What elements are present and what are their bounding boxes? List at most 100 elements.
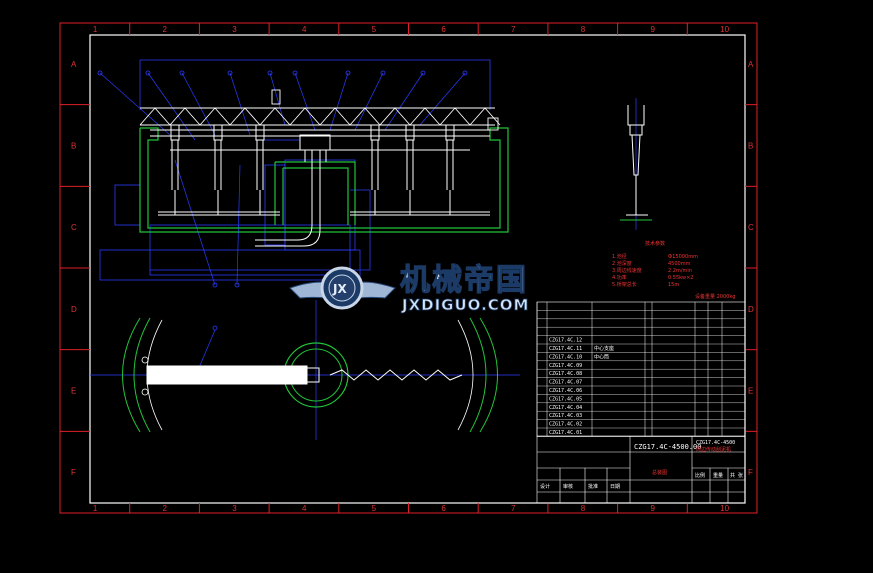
scraper-rods (158, 124, 490, 216)
part-balloon (234, 282, 240, 288)
col-number-top: 1 (93, 25, 98, 34)
spec-label: 4.功率 (612, 274, 627, 281)
parts-cell: CZG17.4C.04 (549, 405, 582, 411)
bridge-truss (139, 89, 501, 137)
spec-value: Ф15000mm (668, 254, 698, 260)
label-sheet: 共 张 (730, 472, 743, 479)
label-check: 审核 (563, 483, 573, 490)
leader-lines (99, 72, 466, 371)
col-number-top: 3 (232, 25, 237, 34)
row-letter-right: D (748, 305, 754, 314)
logo-chinese: 机械帝国 (400, 263, 528, 298)
machine-name: 周边传动刮泥机 (696, 446, 731, 453)
part-balloon (212, 282, 218, 288)
parts-cell: CZG17.4C.07 (549, 380, 582, 386)
row-letter-left: E (71, 387, 76, 396)
spec-label: 3.周边线速度 (612, 267, 642, 274)
part-balloon (345, 70, 351, 76)
side-view (620, 98, 652, 230)
col-number-top: 9 (650, 25, 655, 34)
title-block-text: CZG17.4C-4500.00 CZG17.4C-4500 周边传动刮泥机 总… (540, 440, 743, 490)
parts-cell: CZG17.4C.02 (549, 422, 582, 428)
bridge-plan-bar (146, 365, 308, 385)
row-letter-right: F (748, 468, 753, 477)
spec-block: 技术参数 1.池径 Ф15000mm 2.池深度 4500mm 3.周边线速度 2.2m/… (612, 240, 735, 300)
part-balloon (462, 70, 468, 76)
row-letter-right: E (748, 387, 753, 396)
col-number-bottom: 3 (232, 504, 237, 513)
center-pipe (255, 134, 331, 247)
label-scale: 比例 (695, 472, 705, 479)
part-balloon (292, 70, 298, 76)
col-number-top: 6 (441, 25, 446, 34)
row-letter-right: C (748, 223, 754, 232)
tank-section (139, 127, 509, 233)
part-balloon (227, 70, 233, 76)
col-number-bottom: 4 (302, 504, 307, 513)
parts-cell: CZG17.4C.05 (549, 396, 582, 402)
part-balloon (145, 70, 151, 76)
part-balloon (179, 70, 185, 76)
row-letter-left: B (71, 142, 76, 151)
part-balloon (420, 70, 426, 76)
row-letter-left: D (71, 305, 77, 314)
col-number-bottom: 1 (93, 504, 98, 513)
row-letter-left: A (71, 60, 77, 69)
view-name: 总装图 (652, 469, 667, 476)
col-number-top: 7 (511, 25, 516, 34)
part-balloon (267, 70, 273, 76)
part-balloon (212, 325, 218, 331)
spec-label: 1.池径 (612, 253, 627, 260)
col-number-bottom: 2 (163, 504, 168, 513)
spec-weight: 设备重量 2000kg (695, 293, 735, 300)
label-design: 设计 (540, 483, 550, 490)
spec-value: 2.2m/min (668, 268, 692, 274)
label-weight: 重量 (713, 472, 723, 479)
col-number-top: 4 (302, 25, 307, 34)
parts-cell: CZG17.4C.08 (549, 371, 582, 377)
parts-cell: CZG17.4C.12 (549, 338, 582, 344)
spec-label: 5.桥架总长 (612, 281, 637, 288)
col-number-top: 8 (581, 25, 586, 34)
parts-cell: CZG17.4C.03 (549, 413, 582, 419)
col-number-top: 5 (372, 25, 377, 34)
drawing-number: CZG17.4C-4500.00 (634, 443, 701, 451)
col-number-top: 2 (163, 25, 168, 34)
parts-cell: 中心筒 (594, 353, 609, 360)
parts-cell: CZG17.4C.06 (549, 388, 582, 394)
part-balloon (380, 70, 386, 76)
spec-value: 15m (668, 282, 679, 288)
parts-cell: CZG17.4C.11 (549, 346, 582, 352)
part-balloon (97, 70, 103, 76)
spec-value: 0.55kw×2 (668, 275, 694, 281)
drawing-number-right: CZG17.4C-4500 (696, 440, 735, 446)
col-number-bottom: 10 (720, 504, 729, 513)
parts-cell: CZG17.4C.01 (549, 430, 582, 436)
logo-english: JXDIGUO.COM (401, 296, 529, 314)
part-balloons (97, 70, 468, 331)
title-block (536, 435, 746, 504)
label-date: 日期 (610, 484, 620, 490)
row-letter-left: F (71, 468, 76, 477)
plan-view (90, 300, 520, 440)
col-number-bottom: 7 (511, 504, 516, 513)
col-number-bottom: 9 (650, 504, 655, 513)
row-letter-right: A (748, 60, 754, 69)
parts-cell: CZG17.4C.10 (549, 354, 582, 360)
watermark-logo: JX 机械帝国 JXDIGUO.COM (289, 262, 529, 314)
inner-frame (89, 34, 746, 504)
spec-title: 技术参数 (645, 240, 665, 247)
col-number-top: 10 (720, 25, 729, 34)
col-number-bottom: 6 (441, 504, 446, 513)
blue-outlines (99, 59, 491, 281)
row-letter-right: B (748, 142, 753, 151)
col-number-bottom: 8 (581, 504, 586, 513)
col-number-bottom: 5 (372, 504, 377, 513)
spec-value: 4500mm (668, 261, 691, 267)
spec-label: 2.池深度 (612, 260, 632, 267)
parts-cell: 中心支座 (594, 345, 614, 352)
label-approve: 批准 (588, 483, 598, 490)
